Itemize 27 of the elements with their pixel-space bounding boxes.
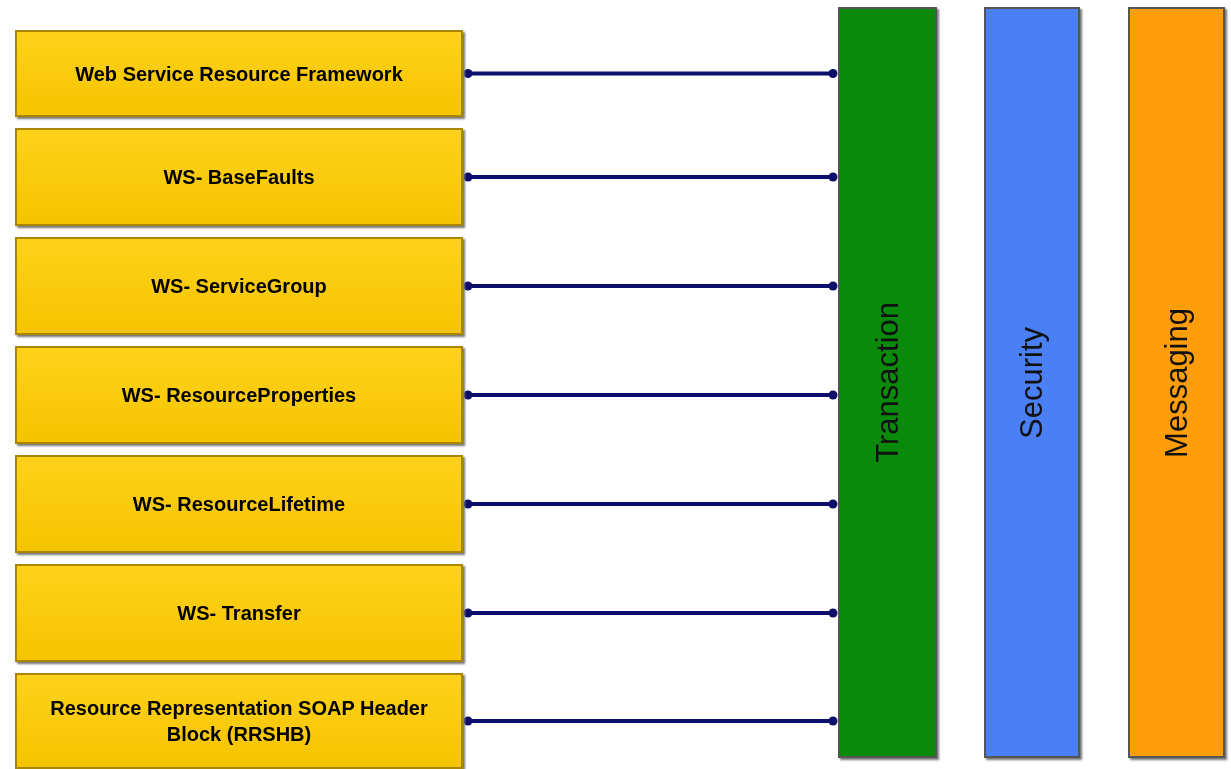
bar-label: Transaction bbox=[869, 302, 906, 463]
box-label: WS- Transfer bbox=[177, 601, 301, 626]
box-label: Resource Representation SOAP Header Block (RRSHB) bbox=[49, 696, 429, 747]
connector-line bbox=[463, 390, 838, 400]
box-label: WS- ResourceLifetime bbox=[132, 492, 346, 517]
vertical-bar bbox=[984, 7, 1080, 758]
layer-box bbox=[15, 673, 463, 769]
connector-line bbox=[463, 608, 838, 618]
layer-box bbox=[15, 455, 463, 553]
connector-line bbox=[463, 499, 838, 509]
vertical-bar bbox=[838, 7, 937, 758]
bar-label: Security bbox=[1014, 326, 1050, 439]
connector-line bbox=[463, 69, 838, 78]
layer-box bbox=[15, 237, 463, 335]
connector-line bbox=[463, 716, 838, 726]
layer-box bbox=[15, 30, 463, 117]
layer-box bbox=[15, 346, 463, 444]
box-label: WS- BaseFaults bbox=[163, 165, 315, 190]
layer-box bbox=[15, 564, 463, 662]
bar-label: Messaging bbox=[1158, 307, 1195, 458]
connector-line bbox=[463, 281, 838, 291]
vertical-bar bbox=[1128, 7, 1225, 758]
box-label: WS- ServiceGroup bbox=[151, 274, 327, 299]
connector-line bbox=[463, 172, 838, 182]
box-label: Web Service Resource Framework bbox=[75, 61, 403, 87]
layer-box bbox=[15, 128, 463, 226]
box-label: WS- ResourceProperties bbox=[121, 383, 357, 408]
